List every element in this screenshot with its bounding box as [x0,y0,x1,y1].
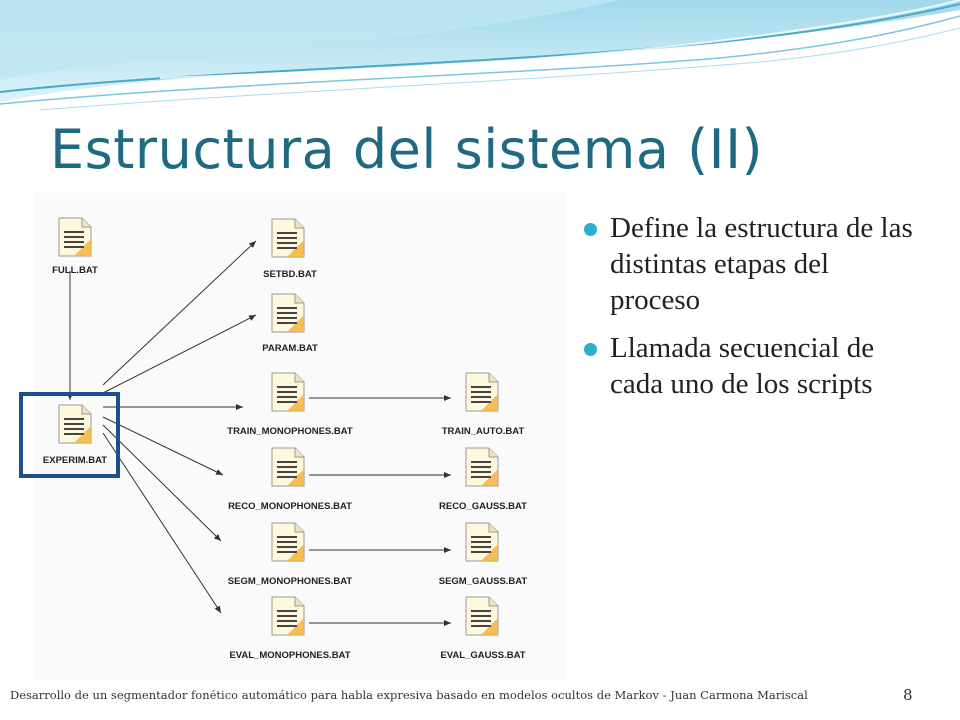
bullet-text: Llamada secuencial de cada uno de los sc… [610,332,875,400]
bullet-item: Llamada secuencial de cada uno de los sc… [584,330,924,402]
node-setbd-bat: SETBD.BAT [263,218,317,280]
node-label: RECO_GAUSS.BAT [439,501,527,512]
node-label: PARAM.BAT [262,343,318,354]
slide-title: Estructura del sistema (II) [50,118,764,181]
bullet-text: Define la estructura de las distintas et… [610,212,913,316]
edge-experim-param [102,314,257,394]
batch-file-icon [271,372,305,412]
diagram-edges [67,240,451,626]
node-label: EVAL_MONOPHONES.BAT [229,650,350,661]
node-label: EVAL_GAUSS.BAT [440,650,525,661]
batch-file-icon [271,293,305,333]
node-reco-gauss-bat: RECO_GAUSS.BAT [439,447,527,512]
slide-footer: Desarrollo de un segmentador fonético au… [10,688,808,702]
node-label: FULL.BAT [52,265,98,276]
batch-file-icon [465,447,499,487]
node-label: SETBD.BAT [263,269,317,280]
node-segm-gauss-bat: SEGM_GAUSS.BAT [439,522,528,587]
page-number: 8 [903,686,913,704]
bullet-icon [584,343,597,356]
node-param-bat: PARAM.BAT [262,293,318,354]
bullet-list: Define la estructura de las distintas et… [584,210,924,414]
header-wave-decoration [0,0,960,111]
batch-file-icon [465,596,499,636]
script-structure-diagram: FULL.BAT EXPERIM.BAT SETBD.BAT PARAM.BAT… [33,193,565,680]
batch-file-icon [271,522,305,562]
node-label: RECO_MONOPHONES.BAT [228,501,352,512]
node-label: TRAIN_AUTO.BAT [442,426,525,437]
batch-file-icon [465,522,499,562]
node-experim-bat: EXPERIM.BAT [43,404,107,466]
node-segm-monophones-bat: SEGM_MONOPHONES.BAT [228,522,353,587]
node-label: TRAIN_MONOPHONES.BAT [227,426,353,437]
batch-file-icon [465,372,499,412]
edge-experim-setbd [102,240,257,386]
node-train-auto-bat: TRAIN_AUTO.BAT [442,372,525,437]
node-label: SEGM_MONOPHONES.BAT [228,576,353,587]
node-eval-monophones-bat: EVAL_MONOPHONES.BAT [229,596,351,661]
node-train-monophones-bat: TRAIN_MONOPHONES.BAT [227,372,353,437]
node-reco-monophones-bat: RECO_MONOPHONES.BAT [228,447,352,512]
edge-experim-reco [102,416,224,476]
node-label: SEGM_GAUSS.BAT [439,576,528,587]
experim-highlight-box [19,392,120,478]
node-eval-gauss-bat: EVAL_GAUSS.BAT [440,596,526,661]
batch-file-icon [58,217,92,257]
bullet-item: Define la estructura de las distintas et… [584,210,924,318]
node-full-bat: FULL.BAT [52,217,98,276]
bullet-icon [584,223,597,236]
edge-experim-segm [102,424,222,542]
batch-file-icon [271,218,305,258]
batch-file-icon [271,596,305,636]
batch-file-icon [271,447,305,487]
edge-experim-eval [102,432,222,614]
node-label: EXPERIM.BAT [43,455,107,466]
